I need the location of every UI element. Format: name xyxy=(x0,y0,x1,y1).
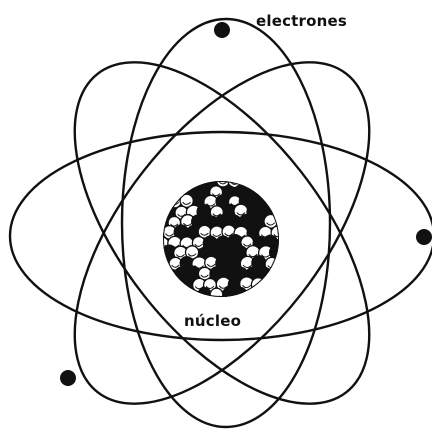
particle-shading xyxy=(242,284,252,289)
nucleus xyxy=(163,181,279,297)
proton-particle xyxy=(209,287,224,297)
particle-shading xyxy=(242,264,253,268)
particle-shading xyxy=(224,232,234,237)
particle-shading xyxy=(182,201,191,205)
electrons xyxy=(60,22,432,386)
orbit-diagonal-left xyxy=(73,61,371,405)
orbit-vertical xyxy=(120,17,332,429)
electron-dot xyxy=(416,229,432,245)
particle-shading xyxy=(212,213,221,217)
particle-shading xyxy=(211,193,221,197)
particle-shading xyxy=(194,286,204,290)
electron-dot xyxy=(60,370,76,386)
neutron-particle xyxy=(203,181,219,188)
particle-shading xyxy=(183,222,193,227)
orbit-diagonal-right xyxy=(73,61,371,405)
particle-shading xyxy=(187,253,197,257)
orbits xyxy=(8,17,432,429)
particle-shading xyxy=(194,243,203,247)
particle-shading xyxy=(205,285,215,289)
particle-shading xyxy=(261,254,271,258)
nucleus-label: núcleo xyxy=(184,312,241,330)
particle-shading xyxy=(236,212,246,216)
particle-shading xyxy=(242,243,252,247)
proton-particle xyxy=(250,277,266,293)
particle-shading xyxy=(177,213,186,217)
particle-shading xyxy=(266,222,276,226)
particle-shading xyxy=(218,285,229,289)
orbit-horizontal xyxy=(8,130,432,342)
proton-particle xyxy=(215,181,231,188)
particle-shading xyxy=(248,253,258,258)
particle-shading xyxy=(200,232,209,236)
particle-shading xyxy=(206,203,216,207)
particle-shading xyxy=(206,263,216,267)
particle-shading xyxy=(175,254,185,258)
electrons-label: electrones xyxy=(256,12,347,30)
particle-shading xyxy=(253,285,263,289)
particle-shading xyxy=(170,223,179,227)
particle-shading xyxy=(200,274,209,278)
particle-shading xyxy=(171,264,180,268)
nucleus-particles xyxy=(163,181,279,297)
neutron-particle xyxy=(233,286,248,297)
electron-dot xyxy=(214,22,230,38)
particle-shading xyxy=(212,233,222,237)
particle-shading xyxy=(273,233,279,238)
particle-shading xyxy=(165,233,174,237)
